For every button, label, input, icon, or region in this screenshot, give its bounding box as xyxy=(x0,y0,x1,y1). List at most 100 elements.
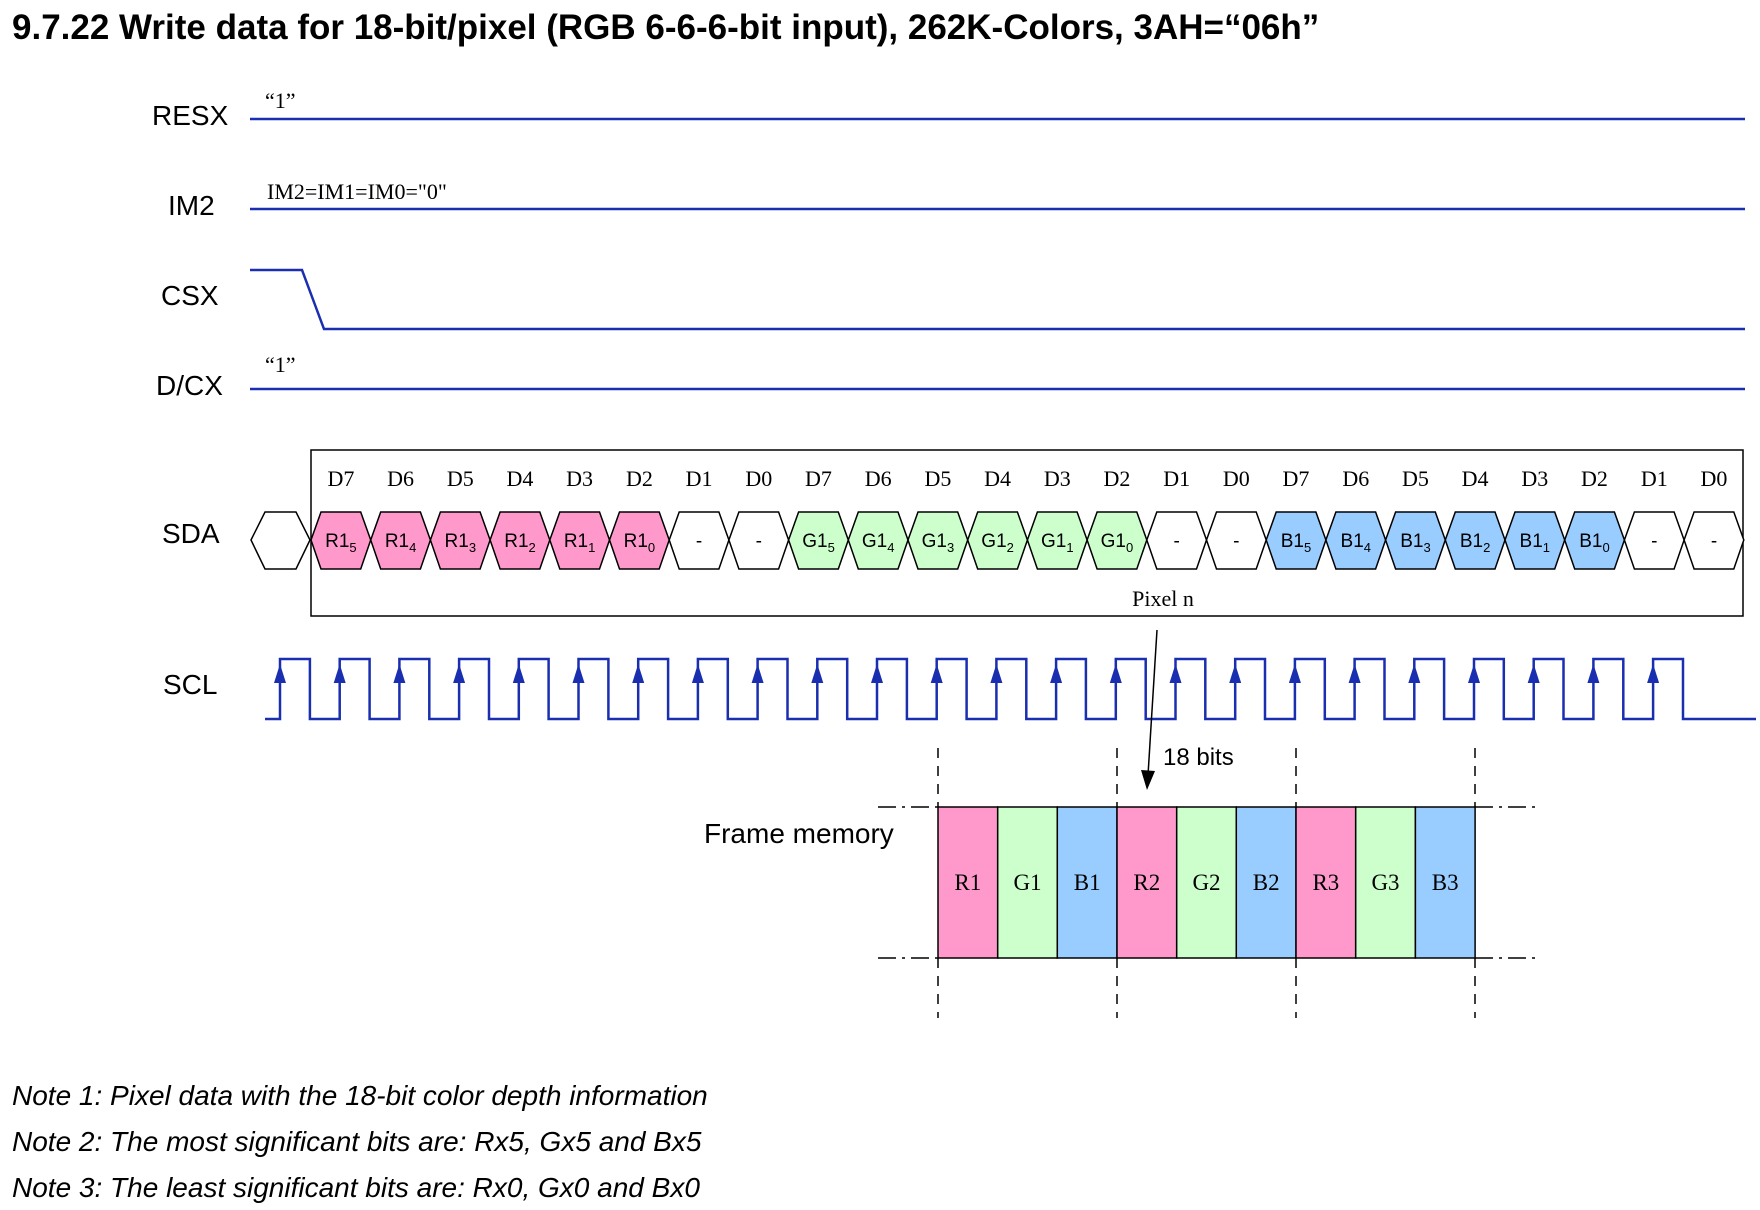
frame-memory-cell-label-2: B1 xyxy=(1074,870,1101,895)
bit-label-11: D4 xyxy=(984,466,1011,491)
sda-cell-label-0: R15 xyxy=(325,531,357,555)
sda-cell-base: G1 xyxy=(922,531,947,552)
frame-memory-guides xyxy=(878,748,1535,1018)
signal-label-dcx: D/CX xyxy=(156,370,223,401)
frame-memory-cell-6 xyxy=(1295,806,1357,959)
bit-label-10: D5 xyxy=(924,466,951,491)
sda-cell-label-4: R11 xyxy=(564,531,596,555)
bit-label-21: D2 xyxy=(1581,466,1608,491)
sda-cell-base: B1 xyxy=(1341,531,1364,552)
bit-label-19: D4 xyxy=(1462,466,1489,491)
scl-rising-edge-arrow-19 xyxy=(1408,664,1421,683)
sda-cell-base: R1 xyxy=(504,531,528,552)
bit-label-3: D4 xyxy=(507,466,534,491)
signal-label-scl: SCL xyxy=(163,669,217,700)
sda-cell-label-19: B12 xyxy=(1460,531,1490,555)
scl-rising-edge-arrow-16 xyxy=(1229,664,1242,683)
sda-cell-label-9: G14 xyxy=(862,531,895,555)
scl-rising-edge-arrow-14 xyxy=(1109,664,1122,683)
scl-rising-edge-arrow-8 xyxy=(751,664,764,683)
scl-rising-edge-arrow-15 xyxy=(1169,664,1182,683)
bit-label-6: D1 xyxy=(686,466,713,491)
scl-rising-edge-arrow-12 xyxy=(990,664,1003,683)
sda-cell-label-1: R14 xyxy=(385,531,417,555)
sda-cell-label-16: B15 xyxy=(1281,531,1311,555)
scl-rising-edge-arrow-4 xyxy=(512,664,525,683)
scl-rising-edge-arrow-10 xyxy=(871,664,883,683)
sda-cell-base: R1 xyxy=(385,531,409,552)
scl-clock-path xyxy=(265,657,1756,721)
arrow-head xyxy=(1141,770,1155,790)
bit-label-2: D5 xyxy=(447,466,474,491)
sda-cell-base: G1 xyxy=(862,531,887,552)
frame-memory-cell-8 xyxy=(1414,806,1476,959)
frame-memory-cell-label-0: R1 xyxy=(954,870,981,895)
sda-cell-label-3: R12 xyxy=(504,531,536,555)
scl-rising-edge-arrow-0 xyxy=(274,664,286,683)
sda-cell-label-12: G11 xyxy=(1041,531,1074,555)
sda-cell-label-6: - xyxy=(696,531,702,552)
sda-cell-23 xyxy=(1683,511,1745,570)
page-title: 9.7.22 Write data for 18-bit/pixel (RGB … xyxy=(12,8,1319,47)
sda-cell-base: R1 xyxy=(564,531,588,552)
bit-label-1: D6 xyxy=(387,466,414,491)
dcx-level-note: “1” xyxy=(265,352,296,377)
sda-cell-sub: 1 xyxy=(1543,540,1550,555)
frame-memory-cell-label-5: B2 xyxy=(1253,870,1280,895)
sda-idle-cell xyxy=(250,511,311,570)
bit-label-12: D3 xyxy=(1044,466,1071,491)
frame-memory-cell-label-1: G1 xyxy=(1013,870,1041,895)
bit-label-15: D0 xyxy=(1223,466,1250,491)
scl-rising-edge-arrow-3 xyxy=(453,664,466,683)
scl-rising-edge-arrow-6 xyxy=(632,664,645,683)
sda-cell-sub: 0 xyxy=(648,540,655,555)
sda-cell-base: - xyxy=(1711,531,1717,552)
frame-memory-cell-label-8: B3 xyxy=(1432,870,1459,895)
sda-cell-sub: 2 xyxy=(1007,540,1014,555)
bit-label-16: D7 xyxy=(1283,466,1310,491)
frame-memory-cell-1 xyxy=(996,806,1059,959)
scl-rising-edge-arrow-13 xyxy=(1050,664,1063,683)
note-2: Note 2: The most significant bits are: R… xyxy=(12,1126,702,1157)
sda-cell-base: R1 xyxy=(445,531,469,552)
bit-label-0: D7 xyxy=(327,466,354,491)
bit-label-9: D6 xyxy=(865,466,892,491)
note-1: Note 1: Pixel data with the 18-bit color… xyxy=(12,1080,708,1111)
sda-cell-label-17: B14 xyxy=(1341,531,1371,555)
bit-label-5: D2 xyxy=(626,466,653,491)
scl-rising-edge-arrow-5 xyxy=(572,664,585,683)
sda-cell-sub: 5 xyxy=(349,540,356,555)
sda-cell-sub: 5 xyxy=(828,540,835,555)
scl-rising-edge-arrow-18 xyxy=(1348,664,1361,683)
bit-label-17: D6 xyxy=(1342,466,1369,491)
sda-cell-base: B1 xyxy=(1579,531,1602,552)
sda-cell-base: G1 xyxy=(1101,531,1126,552)
frame-memory-label: Frame memory xyxy=(704,818,894,849)
sda-cell-sub: 3 xyxy=(469,540,476,555)
sda-cell-label-8: G15 xyxy=(802,531,835,555)
frame-memory-cell-label-4: G2 xyxy=(1192,870,1220,895)
sda-cell-label-18: B13 xyxy=(1400,531,1430,555)
signal-label-csx: CSX xyxy=(161,280,219,311)
bit-label-20: D3 xyxy=(1521,466,1548,491)
frame-memory-cell-label-7: G3 xyxy=(1371,870,1399,895)
sda-cell-base: B1 xyxy=(1460,531,1483,552)
signal-label-resx: RESX xyxy=(152,100,229,131)
scl-rising-edge-arrow-17 xyxy=(1288,664,1301,683)
scl-rising-edge-arrow-21 xyxy=(1527,664,1540,683)
sda-cell-label-7: - xyxy=(756,531,762,552)
pixel-label: Pixel n xyxy=(1132,586,1194,611)
bit-label-14: D1 xyxy=(1163,466,1190,491)
sda-cell-sub: 4 xyxy=(887,540,894,555)
bit-label-13: D2 xyxy=(1103,466,1130,491)
scl-rising-edge-arrow-2 xyxy=(393,664,406,683)
sda-cell-base: B1 xyxy=(1400,531,1423,552)
sda-cell-sub: 2 xyxy=(1483,540,1490,555)
pixel-frame xyxy=(310,449,1744,617)
note-3: Note 3: The least significant bits are: … xyxy=(12,1172,700,1203)
sda-cell-label-21: B10 xyxy=(1579,531,1609,555)
bit-label-7: D0 xyxy=(745,466,772,491)
